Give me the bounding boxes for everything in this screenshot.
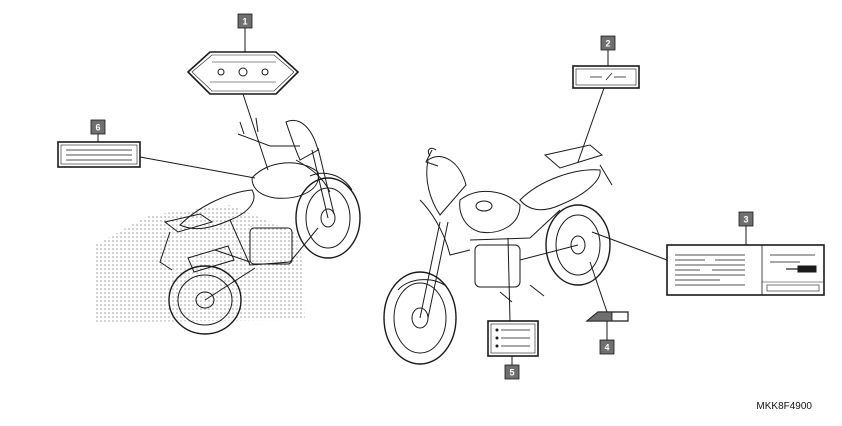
label-4-tag-decal [585,311,629,322]
svg-text:1: 1 [242,17,247,27]
callout-6: 6 [90,119,106,135]
leader-line-2-to-bike [577,87,605,163]
leader-line-5-to-bike [507,237,511,322]
leader-lines [97,28,747,365]
callout-4: 4 [599,339,615,355]
callout-2: 2 [600,35,616,51]
svg-text:3: 3 [743,215,748,225]
label-5-rect-decal [487,320,539,357]
leader-line-3-to-bike [591,231,668,261]
label-2-rect-decal [572,65,640,89]
stipple-background [95,205,305,322]
label-3-info-panel-decal [666,244,825,296]
leader-line-1-to-bike [242,93,269,171]
svg-text:4: 4 [604,343,609,353]
motorcycle-right-view [383,144,613,365]
callout-5: 5 [504,364,520,380]
svg-text:6: 6 [95,123,100,133]
motorcycle-left-view [95,117,361,335]
svg-text:5: 5 [509,368,514,378]
leader-line-4-to-bike [589,261,608,313]
svg-text:2: 2 [605,39,610,49]
callout-1: 1 [237,13,253,29]
callout-3: 3 [738,211,754,227]
label-1-diamond-decal [186,51,300,95]
leader-line-6-to-bike [139,156,256,179]
reference-code: MKK8F4900 [756,401,812,412]
label-6-rect-decal [57,141,141,168]
